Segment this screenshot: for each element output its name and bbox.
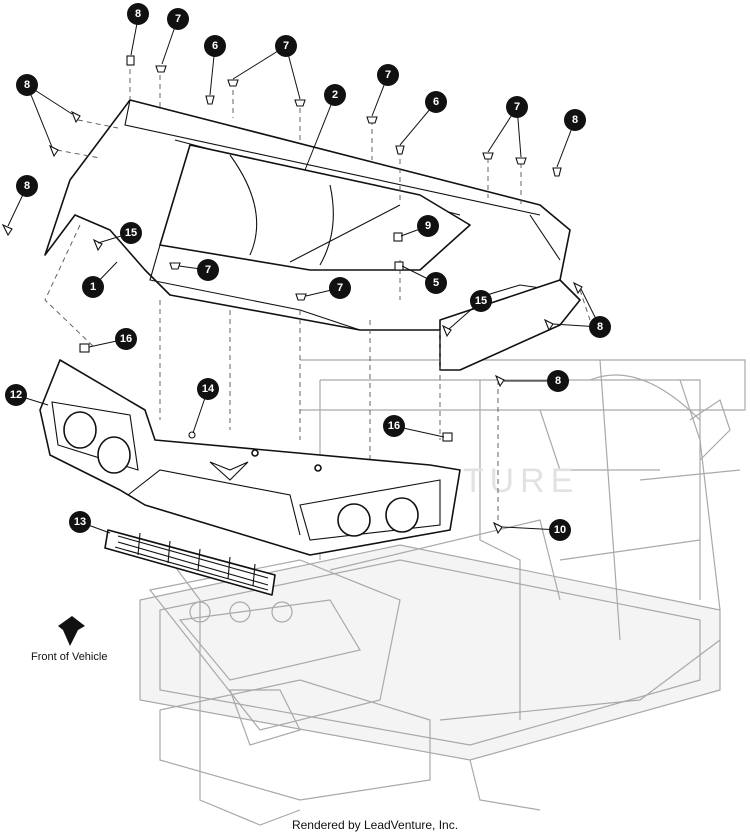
chassis-frame	[139, 359, 746, 826]
callout-12: 12	[5, 384, 27, 406]
svg-text:8: 8	[24, 79, 30, 91]
footer-credit: Rendered by LeadVenture, Inc.	[291, 818, 459, 832]
svg-text:5: 5	[433, 277, 439, 289]
svg-text:15: 15	[475, 295, 487, 307]
callout-8: 8	[589, 316, 611, 338]
svg-text:7: 7	[337, 282, 343, 294]
callout-8: 8	[564, 109, 586, 131]
callout-8: 8	[16, 175, 38, 197]
callout-8: 8	[547, 370, 569, 392]
svg-text:8: 8	[24, 180, 30, 192]
callout-15: 15	[470, 290, 492, 312]
svg-text:13: 13	[74, 516, 86, 528]
fasteners	[1, 55, 583, 535]
svg-text:14: 14	[202, 383, 215, 395]
svg-text:16: 16	[120, 333, 132, 345]
svg-text:16: 16	[388, 420, 400, 432]
svg-text:7: 7	[385, 69, 391, 81]
callout-7: 7	[377, 64, 399, 86]
svg-text:6: 6	[433, 96, 439, 108]
callout-9: 9	[417, 215, 439, 237]
callout-7: 7	[329, 277, 351, 299]
callout-13: 13	[69, 511, 91, 533]
callout-2: 2	[324, 84, 346, 106]
callout-5: 5	[425, 272, 447, 294]
callout-15: 15	[120, 222, 142, 244]
svg-text:8: 8	[597, 321, 603, 333]
svg-text:7: 7	[175, 13, 181, 25]
callout-16: 16	[115, 328, 137, 350]
svg-text:1: 1	[90, 281, 96, 293]
callout-7: 7	[197, 259, 219, 281]
callout-7: 7	[167, 8, 189, 30]
svg-text:10: 10	[554, 524, 566, 536]
svg-text:6: 6	[212, 40, 218, 52]
svg-text:8: 8	[555, 375, 561, 387]
svg-text:9: 9	[425, 220, 431, 232]
svg-text:12: 12	[10, 389, 22, 401]
callout-10: 10	[549, 519, 571, 541]
svg-text:7: 7	[205, 264, 211, 276]
callout-16: 16	[383, 415, 405, 437]
callout-6: 6	[204, 35, 226, 57]
callout-8: 8	[16, 74, 38, 96]
svg-text:7: 7	[283, 40, 289, 52]
callout-8: 8	[127, 3, 149, 25]
svg-text:8: 8	[572, 114, 578, 126]
callout-6: 6	[425, 91, 447, 113]
svg-text:8: 8	[135, 8, 141, 20]
front-grille	[104, 529, 276, 596]
callout-14: 14	[197, 378, 219, 400]
front-arrow-icon	[58, 616, 85, 646]
callout-7: 7	[506, 96, 528, 118]
svg-text:7: 7	[514, 101, 520, 113]
front-fascia	[39, 359, 461, 556]
assembly-lines	[44, 60, 591, 525]
svg-text:2: 2	[332, 89, 338, 101]
front-of-vehicle-label: Front of Vehicle	[31, 651, 108, 663]
svg-text:15: 15	[125, 227, 137, 239]
callout-1: 1	[82, 276, 104, 298]
callout-7: 7	[275, 35, 297, 57]
